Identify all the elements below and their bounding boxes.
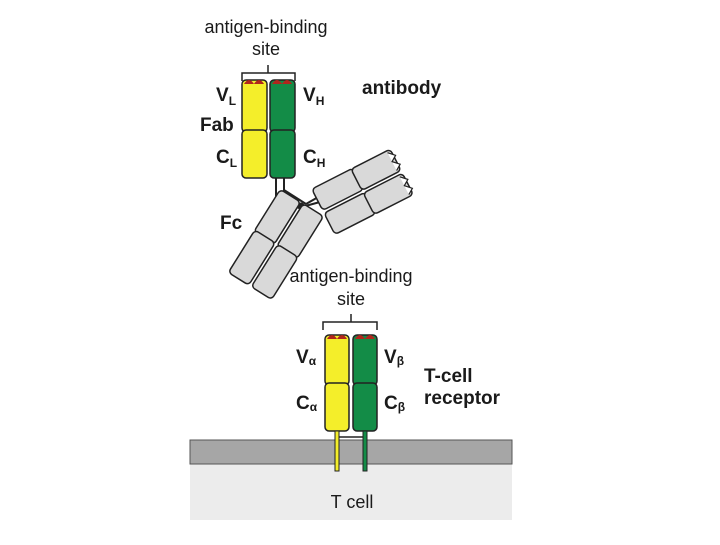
antibody-second-fab-arm: [312, 149, 414, 234]
tcr-v-beta-domain: [352, 334, 378, 386]
t-cell-receptor: antigen-binding site Vα Vβ Cα Cβ T-cell …: [289, 266, 501, 472]
antibody-fc-region: [229, 190, 323, 299]
antibody-cl-label: CL: [216, 147, 237, 170]
tcr-title-line1: T-cell: [424, 366, 473, 387]
antibody-title: antibody: [362, 78, 442, 99]
tcr-v-alpha-label: Vα: [296, 347, 317, 368]
antibody-site-label-line2: site: [252, 39, 280, 59]
tcr-v-beta-label: Vβ: [384, 347, 404, 368]
tcr-c-beta-label: Cβ: [384, 393, 405, 414]
antibody-vh-domain: [269, 79, 296, 133]
tcr-title-line2: receptor: [424, 388, 501, 409]
antibody-vl-domain: [241, 79, 268, 133]
tcr-v-alpha-domain: [324, 334, 350, 386]
antibody-cl-domain: [241, 129, 268, 179]
antibody-ch-domain: [269, 129, 296, 179]
antibody-ch-label: CH: [303, 147, 325, 170]
antibody-vl-label: VL: [216, 85, 236, 108]
tcr-alpha-transmembrane: [334, 430, 340, 472]
fc-domain-lower-right: [252, 245, 298, 299]
cell-interior: [190, 462, 512, 520]
t-cell-label: T cell: [331, 492, 374, 512]
fab2-binding-notch-top: [387, 152, 402, 171]
antibody-site-bracket: [241, 65, 296, 81]
fc-domain-lower-left: [229, 230, 275, 285]
tcr-site-label-line1: antigen-binding: [289, 266, 412, 286]
tcr-binding-tip-beta: [355, 335, 375, 339]
tcr-site-label-line2: site: [337, 289, 365, 309]
antibody-binding-tip-light: [244, 80, 264, 84]
antibody-vh-label: VH: [303, 85, 324, 108]
cell-membrane: [189, 439, 513, 465]
antibody-site-label-line1: antigen-binding: [204, 17, 327, 37]
fab2-domain-outer-bottom: [363, 173, 413, 214]
tcr-beta-transmembrane: [362, 430, 368, 472]
tcr-site-bracket: [322, 314, 378, 330]
t-cell: T cell: [189, 439, 513, 520]
tcr-c-alpha-domain: [324, 382, 350, 432]
tcr-binding-tip-alpha: [327, 335, 347, 339]
antibody-binding-tip-heavy: [272, 80, 292, 84]
fab2-domain-outer-top: [351, 149, 401, 190]
antibody-fc-label: Fc: [220, 213, 243, 234]
antibody: antigen-binding site: [200, 17, 442, 299]
fab2-binding-notch-bottom: [399, 176, 414, 195]
tcr-c-alpha-label: Cα: [296, 393, 318, 414]
tcr-c-beta-domain: [352, 382, 378, 432]
antibody-fab-label: Fab: [200, 115, 234, 136]
